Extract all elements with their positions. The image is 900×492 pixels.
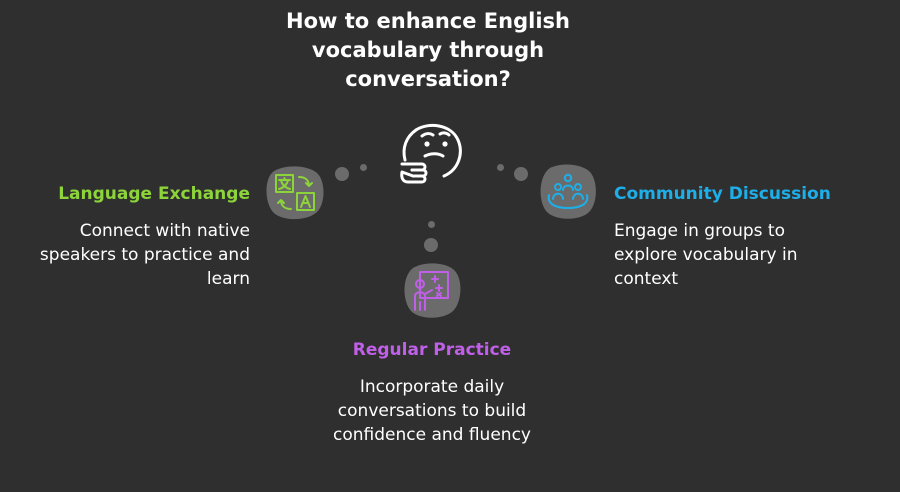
community-discussion-description: Engage in groups to explore vocabulary i… (614, 221, 798, 289)
community-discussion-title: Community Discussion (614, 184, 831, 204)
diagram-title: How to enhance English vocabulary throug… (286, 9, 570, 91)
connector-dot-bottom-large (424, 238, 438, 252)
language-exchange-badge (264, 165, 326, 221)
connector-dot-bottom-small (428, 221, 435, 228)
community-discussion-badge (538, 163, 598, 221)
regular-practice-badge (402, 262, 462, 320)
connector-dot-left-small (360, 164, 367, 171)
regular-practice-title: Regular Practice (352, 340, 512, 360)
connector-dot-right-large (514, 167, 528, 181)
language-exchange-title: Language Exchange (58, 184, 250, 204)
thinking-face-icon (396, 120, 466, 192)
regular-practice-description: Incorporate daily conversations to build… (333, 377, 531, 445)
community-group-icon (547, 173, 589, 209)
language-exchange-description: Connect with native speakers to practice… (39, 221, 250, 289)
teacher-whiteboard-icon (414, 271, 449, 311)
connector-dot-right-small (497, 164, 504, 171)
connector-dot-left-large (335, 167, 349, 181)
translate-icon (275, 174, 315, 211)
